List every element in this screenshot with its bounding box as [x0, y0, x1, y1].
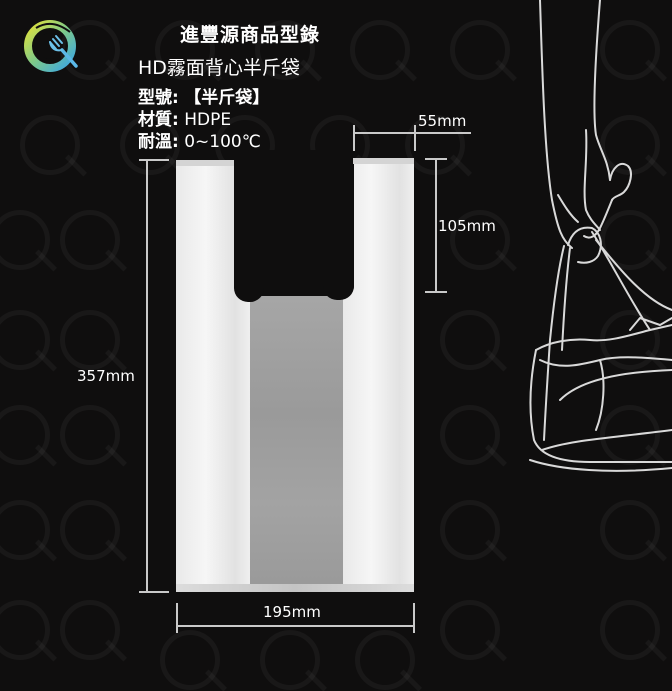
spec-label: 耐溫:: [138, 132, 179, 152]
spec-value: 0~100℃: [184, 132, 261, 152]
bag-product-image: [176, 150, 414, 592]
product-name: HD霧面背心半斤袋: [138, 57, 300, 79]
total-width-label: 195mm: [263, 603, 321, 621]
spec-value: 【半斤袋】: [184, 88, 270, 108]
spec-value: HDPE: [184, 110, 232, 130]
handle-width-label: 55mm: [418, 112, 467, 130]
spec-temperature: 耐溫: 0~100℃: [138, 131, 269, 153]
hand-carrying-bag-icon: [529, 0, 672, 472]
spec-label: 材質:: [138, 110, 179, 130]
bag-right-panel: [343, 158, 414, 592]
handle-height-label: 105mm: [438, 217, 496, 235]
catalog-title: 進豐源商品型錄: [180, 24, 321, 46]
spec-list: 型號: 【半斤袋】 材質: HDPE 耐溫: 0~100℃: [138, 87, 269, 153]
bag-cutout: [234, 150, 354, 296]
brand-logo: [16, 12, 88, 80]
q-fork-logo-icon: [24, 20, 78, 72]
total-height-label: 357mm: [77, 367, 135, 385]
hand-carrying-bag-illustration: [500, 0, 672, 480]
spec-material: 材質: HDPE: [138, 109, 269, 131]
spec-label: 型號:: [138, 88, 179, 108]
bag-gusset: [250, 296, 343, 592]
spec-model: 型號: 【半斤袋】: [138, 87, 269, 109]
